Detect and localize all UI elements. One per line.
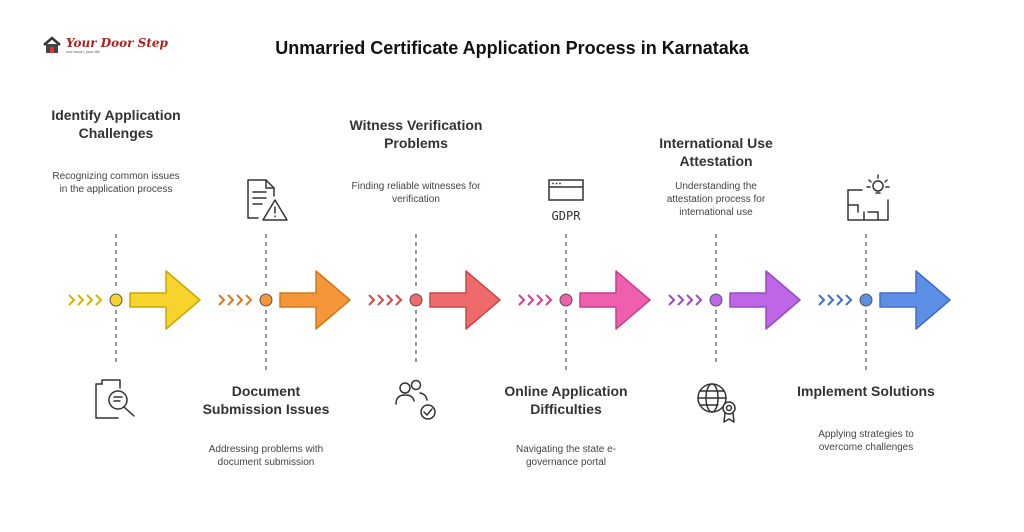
brand-logo: Your Door Step one touch, your life [42,36,168,54]
step-1-connector [68,234,201,366]
step-6-title: Implement Solutions [797,383,935,399]
step-6-connector [818,234,951,370]
step-3-desc: Finding reliable witnesses for verificat… [351,181,481,205]
step-4-desc: Navigating the state e-governance portal [515,444,617,468]
step-3-connector [368,234,501,366]
page-title: Unmarried Certificate Application Proces… [275,38,749,58]
step-1-arrow [129,270,201,330]
step-2-title: Document Submission Issues [202,383,330,417]
step-3-arrow [429,270,501,330]
house-logo-icon [43,36,61,53]
step-5-title: International Use Attestation [659,135,773,169]
step-1-desc: Recognizing common issues in the applica… [52,171,180,195]
floorplan-bulb-icon [847,174,890,221]
users-check-icon [395,379,436,420]
step-5-connector [668,234,801,366]
step-4-title: Online Application Difficulties [504,383,628,417]
step-2-arrow [279,270,351,330]
step-4-connector [518,234,651,370]
step-5-arrow [729,270,801,330]
brand-tagline: one touch, your life [66,48,100,54]
search-document-icon [95,379,135,419]
step-6-arrow [879,270,951,330]
step-2-desc: Addressing problems with document submis… [208,444,324,468]
gdpr-browser-icon: GDPR [548,179,584,223]
step-1-title: Identify Application Challenges [51,107,181,141]
step-6-desc: Applying strategies to overcome challeng… [818,429,914,453]
document-warning-icon [247,179,288,221]
brand-name: Your Door Step [66,35,168,50]
step-5-desc: Understanding the attestation process fo… [666,181,766,218]
step-4-arrow [579,270,651,330]
step-3-title: Witness Verification Problems [349,117,483,151]
globe-badge-icon [697,383,736,423]
step-2-connector [218,234,351,370]
gdpr-label: GDPR [552,209,582,223]
